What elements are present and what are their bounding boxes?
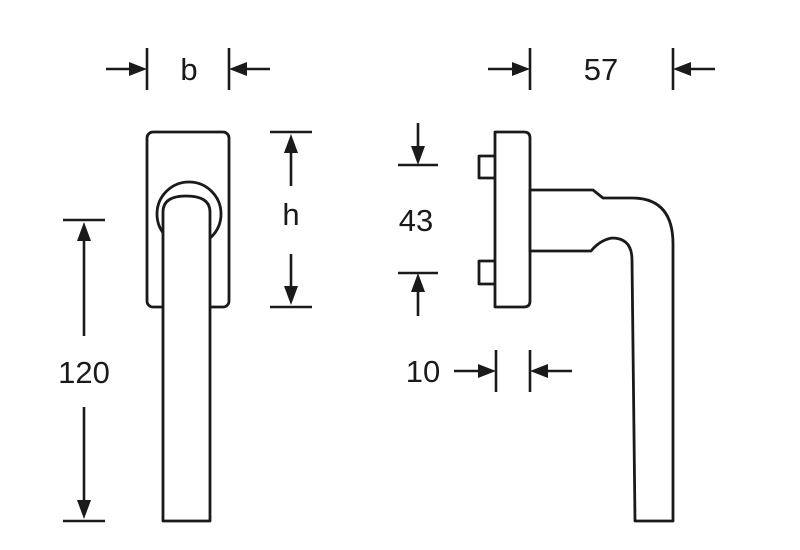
side-base-plate [493, 130, 532, 309]
side-pin-top [477, 154, 498, 180]
arrow-head [478, 364, 496, 378]
dimension-projection-label: 57 [584, 52, 618, 87]
front-lever [161, 194, 212, 523]
dimension-spacing: 43 [398, 123, 438, 316]
dimension-length: 120 [58, 218, 110, 523]
arrow-head [284, 286, 298, 305]
dimension-projection: 57 [488, 48, 715, 90]
arrow-head [77, 222, 91, 241]
dimension-height-label: h [282, 197, 299, 232]
arrow-head [530, 364, 548, 378]
side-lever [528, 188, 675, 523]
side-pin-bottom [477, 259, 498, 286]
dimension-spacing-label: 43 [399, 203, 433, 238]
arrow-head [411, 146, 425, 165]
dimension-height: h [270, 130, 312, 309]
dimension-thickness: 10 [406, 350, 572, 392]
front-view [145, 130, 231, 523]
arrow-head [77, 500, 91, 519]
dimension-length-label: 120 [58, 355, 110, 390]
dimension-width-label: b [180, 52, 197, 87]
arrow-head [229, 62, 247, 76]
arrow-head [411, 273, 425, 292]
dimension-width: b [106, 48, 270, 90]
arrow-head [129, 62, 147, 76]
arrow-head [284, 134, 298, 153]
arrow-head [512, 62, 530, 76]
dimension-thickness-label: 10 [406, 354, 440, 389]
arrow-head [673, 62, 691, 76]
side-view [477, 130, 675, 523]
